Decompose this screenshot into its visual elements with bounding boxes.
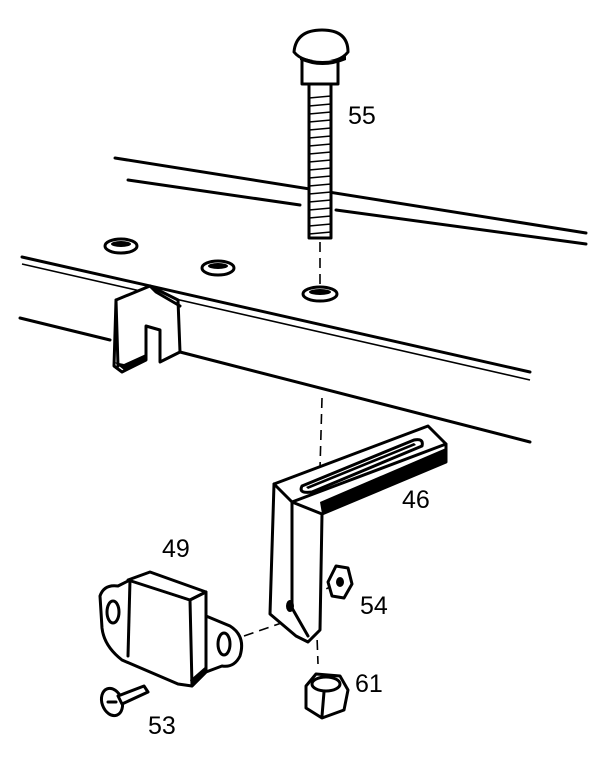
slotted-hanger [112,284,182,374]
nut-61 [304,672,350,720]
callout-55: 55 [348,102,376,130]
frame-rail [18,237,532,444]
callout-46: 46 [402,486,430,514]
callout-labels: 55 46 49 54 61 53 [148,102,430,740]
screw-53 [99,684,150,718]
upper-panel [113,156,588,246]
bolt-55 [292,28,350,240]
lock-washer-54 [326,564,354,600]
callout-49: 49 [162,535,190,563]
callout-54: 54 [360,592,388,620]
callout-61: 61 [355,670,383,698]
mounting-block-49 [98,570,244,688]
callout-53: 53 [148,712,176,740]
angle-bracket-46 [268,424,448,644]
